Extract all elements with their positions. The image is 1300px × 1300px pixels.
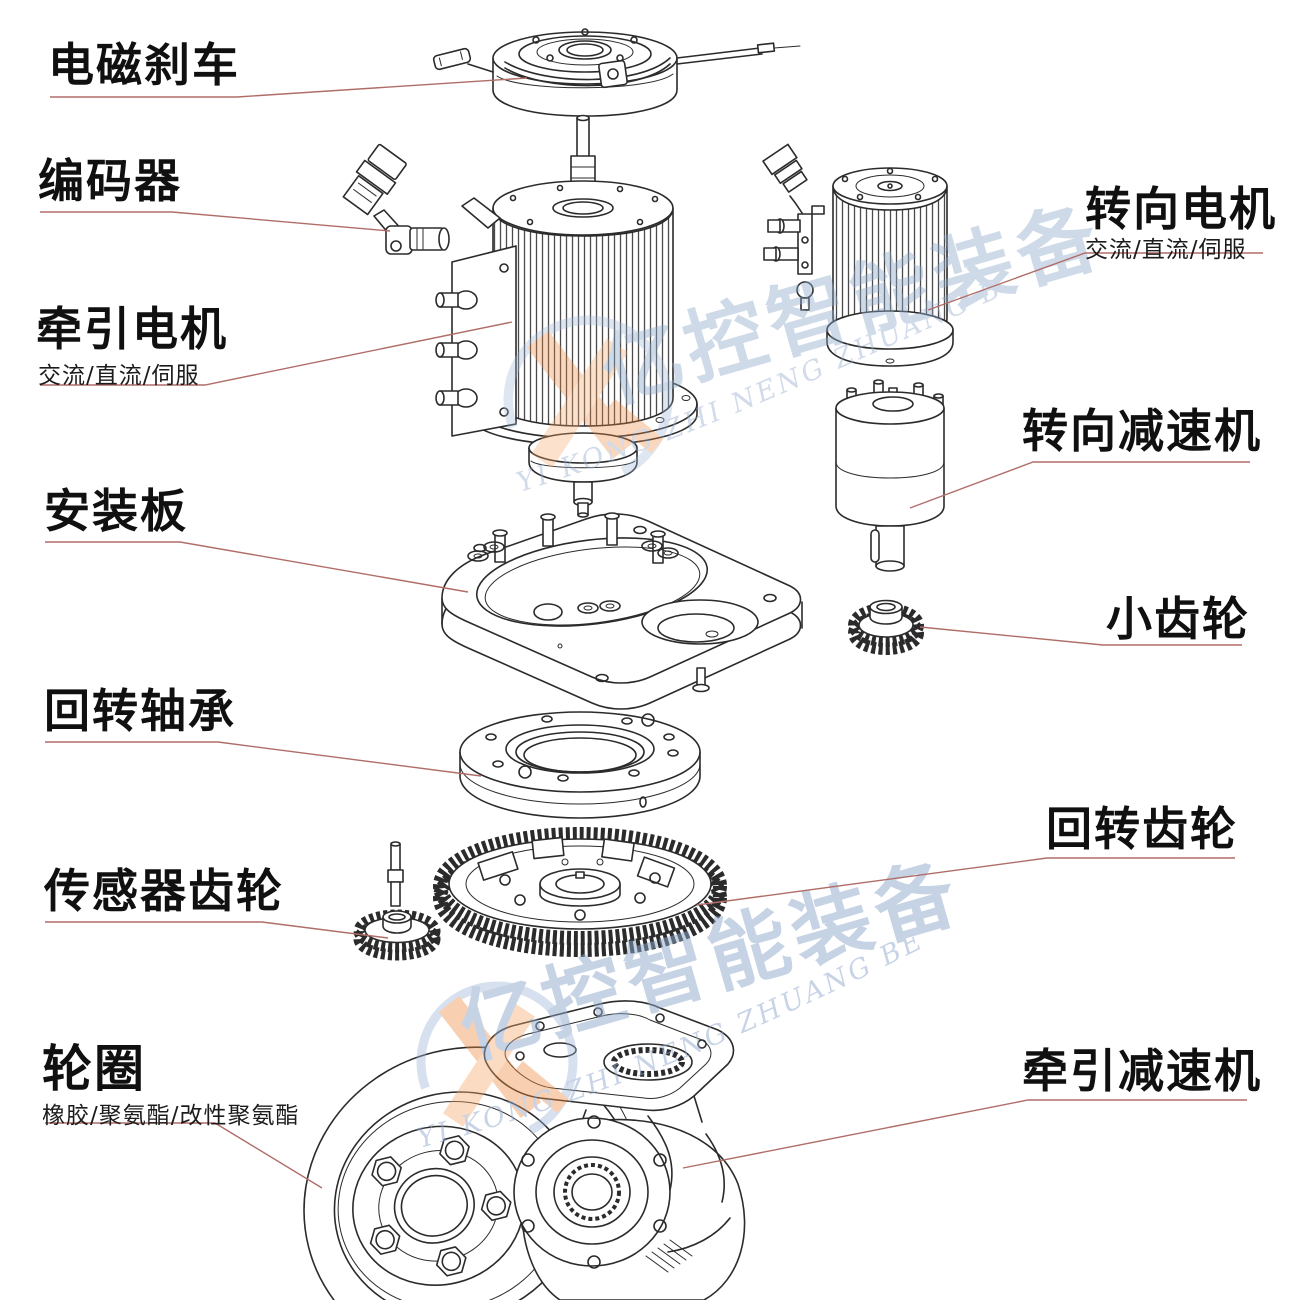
leader-pinion — [919, 626, 1242, 646]
label-traction-motor-subtitle: 交流/直流/伺服 — [38, 363, 200, 389]
leader-brake — [50, 77, 528, 98]
leader-lines — [40, 77, 1263, 1189]
leader-encoder — [40, 211, 391, 232]
part-pinion-gear — [848, 599, 924, 655]
leader-slewing-gear — [696, 857, 1235, 906]
label-wheel-subtitle: 橡胶/聚氨酯/改性聚氨酯 — [42, 1103, 300, 1129]
part-encoder — [342, 143, 450, 255]
label-mounting-plate: 安装板 — [44, 484, 188, 538]
plate-bolts — [492, 512, 666, 564]
part-steering-motor — [762, 143, 954, 367]
leader-traction-motor — [40, 321, 513, 386]
label-traction-motor: 牵引电机 — [36, 302, 228, 356]
part-slewing-bearing — [459, 711, 701, 819]
part-steering-reducer — [835, 379, 945, 572]
label-wheel: 轮圈 — [42, 1040, 146, 1098]
housing-knurl — [645, 1239, 693, 1273]
label-traction-reducer: 牵引减速机 — [1022, 1044, 1262, 1098]
leader-steering-motor — [927, 252, 1263, 311]
label-steering-motor: 转向电机 — [1085, 182, 1277, 236]
part-slewing-gear — [433, 827, 727, 957]
label-slewing-gear: 回转齿轮 — [1046, 802, 1238, 856]
leader-sensor-gear — [45, 921, 389, 939]
part-sensor-gear — [353, 841, 441, 961]
label-brake: 电磁刹车 — [48, 38, 240, 92]
part-mounting-plate — [441, 512, 803, 710]
leader-mounting-plate — [45, 541, 469, 593]
label-sensor-gear: 传感器齿轮 — [44, 864, 284, 918]
leader-slewing-bearing — [45, 741, 482, 777]
leader-wheel — [45, 1122, 323, 1189]
label-slewing-bearing: 回转轴承 — [44, 684, 236, 738]
label-encoder: 编码器 — [38, 154, 182, 208]
label-steering-motor-subtitle: 交流/直流/伺服 — [1085, 237, 1247, 263]
part-electromagnetic-brake — [432, 28, 801, 117]
label-pinion: 小齿轮 — [1106, 592, 1250, 646]
leader-steering-reducer — [909, 461, 1250, 509]
label-steering-reducer: 转向减速机 — [1022, 404, 1262, 458]
leader-traction-reducer — [682, 1099, 1247, 1169]
wheel-hub-bolts — [369, 1135, 512, 1277]
